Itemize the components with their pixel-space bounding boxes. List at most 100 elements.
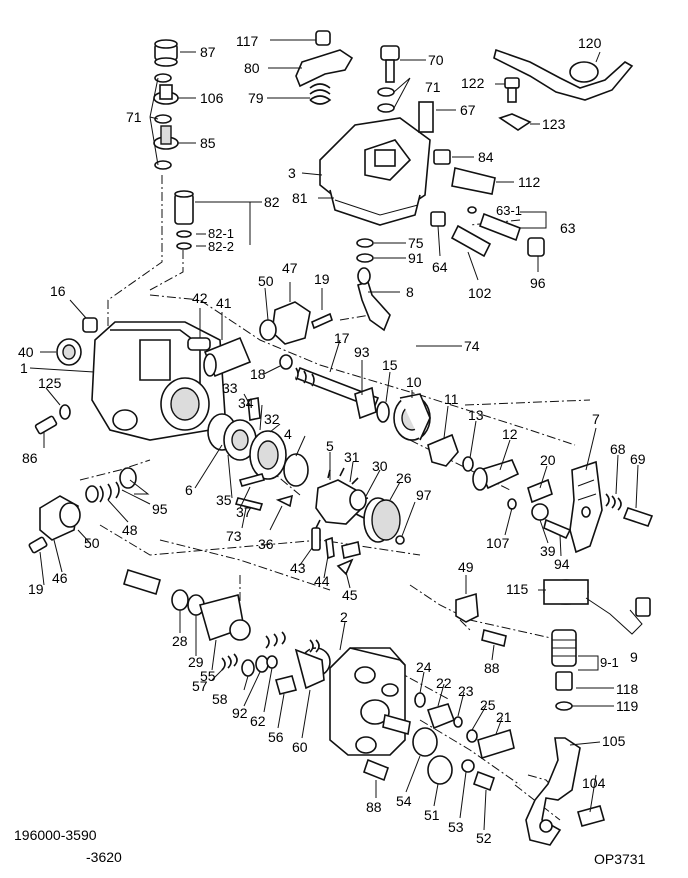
callout-7: 7 <box>592 411 600 427</box>
callout-15: 15 <box>382 357 398 373</box>
callout-82: 82 <box>264 194 280 210</box>
callout-4: 4 <box>284 426 292 442</box>
callout-63-1: 63-1 <box>496 203 522 218</box>
callout-105: 105 <box>602 733 626 749</box>
callout-123: 123 <box>542 116 566 132</box>
callout-67: 67 <box>460 102 476 118</box>
callout-95: 95 <box>152 501 168 517</box>
callout-10: 10 <box>406 374 422 390</box>
callout-25: 25 <box>480 697 496 713</box>
callout-41: 41 <box>216 295 232 311</box>
callout-106: 106 <box>200 90 224 106</box>
callout-43: 43 <box>290 560 306 576</box>
callout-118: 118 <box>616 681 639 697</box>
callout-17: 17 <box>334 330 350 346</box>
callout-86: 86 <box>22 450 38 466</box>
callout-23: 23 <box>458 683 474 699</box>
callout-19a: 19 <box>314 271 330 287</box>
callout-88a: 88 <box>484 660 500 676</box>
callout-70: 70 <box>428 52 444 68</box>
callout-1: 1 <box>20 360 28 376</box>
callout-79: 79 <box>248 90 264 106</box>
distributor-head-assembly <box>123 568 515 792</box>
bracket-105 <box>525 737 605 846</box>
callout-18: 18 <box>250 366 266 382</box>
callout-112: 112 <box>518 174 541 190</box>
callout-119: 119 <box>616 698 639 714</box>
callout-28: 28 <box>172 633 188 649</box>
callout-54: 54 <box>396 793 412 809</box>
governor-cover-assembly <box>295 30 545 332</box>
callout-122: 122 <box>461 75 485 91</box>
lever-assembly-120 <box>493 48 634 131</box>
callout-21: 21 <box>496 709 512 725</box>
pump-housing <box>34 301 333 441</box>
callout-71b: 71 <box>425 79 441 95</box>
callout-32: 32 <box>264 411 280 427</box>
leader-lines <box>29 39 639 831</box>
callout-51: 51 <box>424 807 440 823</box>
callout-9-1: 9-1 <box>600 655 619 670</box>
callout-71a: 71 <box>126 109 142 125</box>
callout-24: 24 <box>416 659 432 675</box>
callout-82-1: 82-1 <box>208 226 234 241</box>
callout-20: 20 <box>540 452 556 468</box>
callout-37: 37 <box>236 504 252 520</box>
callout-84: 84 <box>478 149 494 165</box>
callout-22: 22 <box>436 675 452 691</box>
callout-80: 80 <box>244 60 260 76</box>
callout-117: 117 <box>236 33 259 49</box>
callout-45: 45 <box>342 587 358 603</box>
timer-cover-parts <box>28 467 137 554</box>
callout-8: 8 <box>406 284 414 300</box>
callout-82-2: 82-2 <box>208 239 234 254</box>
callout-31: 31 <box>344 449 360 465</box>
callout-85: 85 <box>200 135 216 151</box>
callout-64: 64 <box>432 259 448 275</box>
callout-50a: 50 <box>258 273 274 289</box>
drive-shaft-assembly <box>294 366 520 491</box>
part-range-bottom: -3620 <box>86 849 122 865</box>
callout-68: 68 <box>610 441 626 457</box>
callout-5: 5 <box>326 438 334 454</box>
callout-115: 115 <box>506 581 529 597</box>
callout-42: 42 <box>192 290 208 306</box>
callout-30: 30 <box>372 458 388 474</box>
callout-19b: 19 <box>28 581 44 597</box>
callout-33: 33 <box>222 380 238 396</box>
callout-56: 56 <box>268 729 284 745</box>
callout-97: 97 <box>416 487 432 503</box>
callout-13: 13 <box>468 407 484 423</box>
callout-35: 35 <box>216 492 232 508</box>
callout-69: 69 <box>630 451 646 467</box>
callout-107: 107 <box>486 535 510 551</box>
governor-lever-side <box>507 460 654 554</box>
callout-60: 60 <box>292 739 308 755</box>
callout-88b: 88 <box>366 799 382 815</box>
callout-48: 48 <box>122 522 138 538</box>
callout-9: 9 <box>630 649 638 665</box>
callout-36: 36 <box>258 536 274 552</box>
callout-34: 34 <box>238 395 254 411</box>
callout-92: 92 <box>232 705 248 721</box>
callout-47: 47 <box>282 260 298 276</box>
callout-2: 2 <box>340 609 348 625</box>
part-range-top: 196000-3590 <box>14 827 97 843</box>
feed-pump-assembly <box>207 397 405 576</box>
callout-16: 16 <box>50 283 66 299</box>
callout-96: 96 <box>530 275 546 291</box>
callout-125: 125 <box>38 375 62 391</box>
callout-75: 75 <box>408 235 424 251</box>
callout-73: 73 <box>226 528 242 544</box>
callout-53: 53 <box>448 819 464 835</box>
callout-63: 63 <box>560 220 576 236</box>
callout-102: 102 <box>468 285 492 301</box>
callout-52: 52 <box>476 830 492 846</box>
callout-50b: 50 <box>84 535 100 551</box>
callout-120: 120 <box>578 35 602 51</box>
callout-58: 58 <box>212 691 228 707</box>
callout-40: 40 <box>18 344 34 360</box>
callout-49: 49 <box>458 559 474 575</box>
callout-94: 94 <box>554 556 570 572</box>
